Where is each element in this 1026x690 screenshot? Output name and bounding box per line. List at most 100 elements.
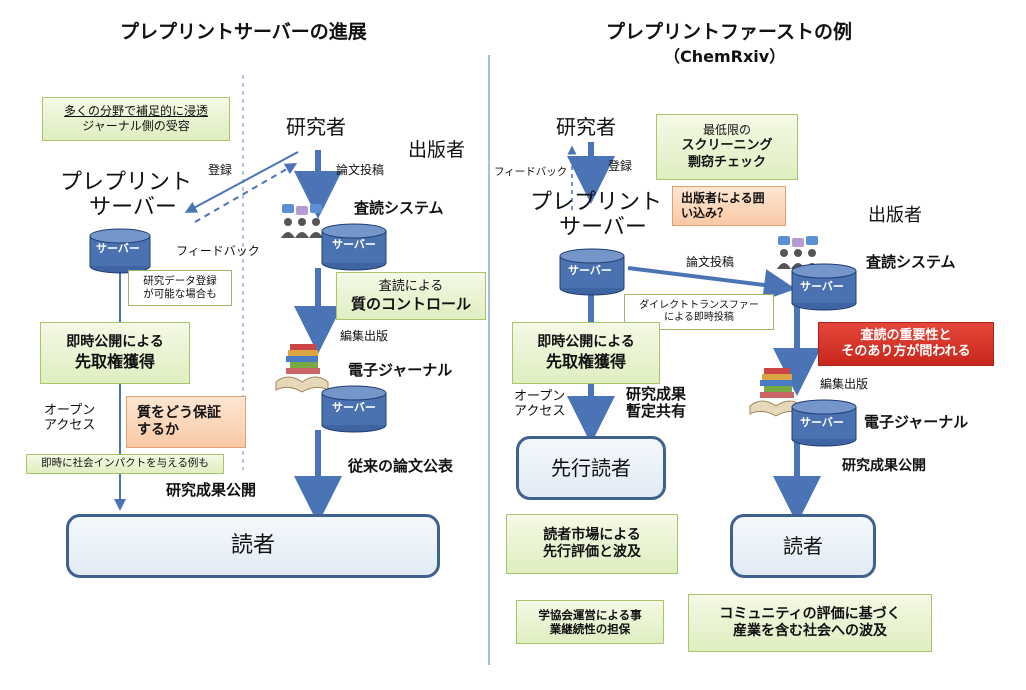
right-importance-line2: そのあり方が問われる [841,344,971,359]
right-share-label: 研究成果 暫定共有 [626,385,687,421]
right-community-line2: 産業を含む社会への波及 [733,623,887,639]
right-society-line2: 業継続性の担保 [549,622,631,636]
right-priority-line2: 先取権獲得 [545,351,626,371]
right-screen-line1: 最低限の [702,123,751,138]
left-preprint-line2: サーバー [89,195,177,221]
left-review-system-label: 査読システム [354,199,444,217]
right-preprint-line2: サーバー [559,215,647,241]
right-market-box: 読者市場による 先行評価と波及 [506,514,678,574]
left-submit-label: 論文投稿 [336,163,385,177]
left-preprint-label: プレプリント サーバー [60,170,192,221]
left-data-note-line1: 研究データ登録 [143,274,217,287]
right-screen-line3: 剽窃チェック [687,154,766,170]
left-top-note: 多くの分野で補足的に浸透 ジャーナル側の受容 [42,97,230,141]
right-server2-label: サーバー [800,280,844,293]
left-priority-line1: 即時公開による [66,334,164,351]
left-guarantee-line2: するか [137,422,179,438]
left-reviewers-icon [274,204,330,244]
right-importance-box: 査読の重要性と そのあり方が問われる [818,322,994,366]
left-server1-label: サーバー [96,242,140,255]
right-share-line1: 研究成果 [626,385,687,403]
left-preprint-server-icon [88,228,152,278]
left-journal-server-icon [320,384,388,438]
right-open-line1: オープン [514,389,566,404]
left-books-icon [272,342,332,398]
left-edit-label: 編集出版 [340,329,389,343]
left-guarantee-line1: 質をどう保証 [137,404,221,421]
right-society-line1: 学協会運営による事 [538,607,642,622]
left-feedback-arrow [194,163,298,223]
right-journal-server-icon [790,398,858,452]
right-books-icon [746,366,806,422]
right-submit-label: 論文投稿 [686,255,735,269]
left-data-note: 研究データ登録 が可能な場合も [128,270,232,306]
right-enclose-line1: 出版者による囲 [681,191,765,205]
right-society-box: 学協会運営による事 業継続性の担保 [516,600,664,644]
right-researcher-label: 研究者 [556,115,616,139]
left-priority-line2: 先取権獲得 [74,351,155,371]
right-submit-arrow [627,266,796,301]
right-feedback-label: フィードバック [494,166,568,178]
right-screening-box: 最低限の スクリーニング 剽窃チェック [656,114,798,180]
right-early-reader-box: 先行読者 [516,436,666,500]
left-quality-box: 査読による 質のコントロール [336,272,486,320]
right-importance-line1: 査読の重要性と [860,327,952,343]
left-guarantee-box: 質をどう保証 するか [126,396,246,448]
left-title: プレプリントサーバーの進展 [120,21,367,43]
right-review-server-icon [790,262,858,316]
left-reader-box: 読者 [66,514,440,578]
left-researcher-label: 研究者 [286,115,346,139]
right-preprint-server-icon [558,248,626,300]
left-top-note-line2: ジャーナル側の受容 [82,119,190,133]
right-share-line2: 暫定共有 [626,402,687,421]
right-result-pub-label: 研究成果公開 [842,458,926,474]
right-community-line1: コミュニティの評価に基づく [719,605,901,622]
right-open-line2: アクセス [514,403,566,419]
right-priority-box: 即時公開による 先取権獲得 [512,322,660,384]
right-direct-note: ダイレクトトランスファー による即時投稿 [624,294,774,330]
right-server3-label: サーバー [800,416,844,429]
right-community-box: コミュニティの評価に基づく 産業を含む社会への波及 [688,594,932,652]
right-ejournal-label: 電子ジャーナル [864,413,969,431]
left-traditional-label: 従来の論文公表 [348,457,454,475]
right-open-label: オープン アクセス [514,389,566,420]
right-register-label: 登録 [608,159,633,173]
left-quality-line2: 質のコントロール [350,294,471,313]
left-open-line1: オープン [44,403,96,418]
right-review-system-label: 査読システム [866,253,956,271]
right-direct-line2: による即時投稿 [664,312,734,323]
right-priority-line1: 即時公開による [537,334,635,351]
left-preprint-line1: プレプリント [60,170,193,195]
left-top-note-line1: 多くの分野で補足的に浸透 [63,104,208,118]
left-priority-box: 即時公開による 先取権獲得 [40,322,190,384]
left-quality-line1: 査読による [378,278,444,294]
right-direct-line1: ダイレクトトランスファー [639,299,759,311]
right-market-line2: 先行評価と波及 [543,544,641,560]
left-open-label: オープン アクセス [44,403,96,434]
left-open-line2: アクセス [44,417,96,433]
right-title-line1: プレプリントファーストの例 [606,21,853,43]
right-reader-box: 読者 [730,514,876,578]
right-enclose-line2: い込み？ [681,206,730,220]
left-server3-label: サーバー [332,401,376,414]
right-edit-label: 編集出版 [820,377,869,391]
left-register-arrow [184,151,299,213]
right-screen-line2: スクリーニング [681,138,773,154]
right-title-line2: （ChemRxiv） [664,47,786,66]
right-server1-label: サーバー [568,264,612,277]
left-impact-note: 即時に社会インパクトを与える例も [26,454,224,474]
right-market-line1: 読者市場による [543,526,641,543]
left-review-server-icon [320,222,388,276]
left-register-label: 登録 [208,163,233,177]
right-preprint-label: プレプリント サーバー [530,190,662,241]
left-ejournal-label: 電子ジャーナル [348,361,453,379]
left-feedback-label: フィードバック [176,244,260,258]
right-enclose-box: 出版者による囲 い込み？ [672,186,786,226]
left-server2-label: サーバー [332,238,376,251]
left-publisher-label: 出版者 [408,139,466,161]
left-result-pub-label: 研究成果公開 [166,481,257,499]
right-publisher-label: 出版者 [868,205,922,226]
left-data-note-line2: が可能な場合も [143,288,217,300]
right-preprint-line1: プレプリント [530,190,663,215]
